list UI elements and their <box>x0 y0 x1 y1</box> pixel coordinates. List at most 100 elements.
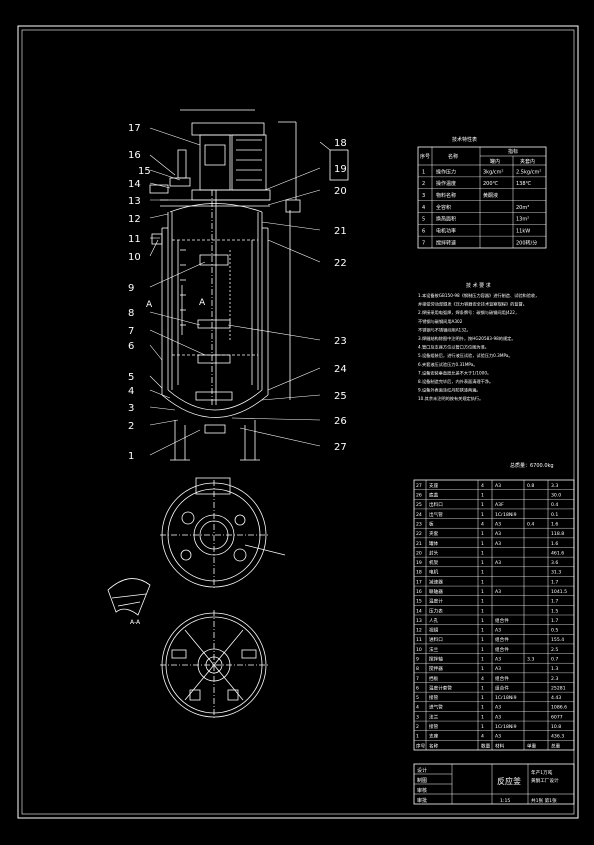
bom-cell: 1Cr18Ni9 <box>495 724 517 730</box>
bom-cell: 1.3 <box>551 666 558 672</box>
tech-cell: 200℃ <box>483 181 499 187</box>
tech-cell: 20m³ <box>516 205 529 211</box>
bom-cell: 挡板 <box>429 675 439 682</box>
tech-cell: 3kg/cm² <box>483 169 504 175</box>
tech-cell: 搅拌转速 <box>436 239 456 246</box>
section-mark: A <box>146 300 153 310</box>
bom-cell: 2 <box>416 724 419 730</box>
part-number: 10 <box>128 252 141 263</box>
bom-cell: 1 <box>481 589 484 595</box>
bom-cell: 13 <box>416 618 422 624</box>
title-block-label: 制图 <box>417 777 427 784</box>
tech-cell: 2.5kg/cm² <box>516 169 541 175</box>
tech-col-header: 序号 <box>420 153 430 160</box>
bom-cell: 4 <box>481 483 484 489</box>
tech-table-title: 技术特性表 <box>452 136 477 143</box>
bom-cell: 联轴器 <box>429 588 443 595</box>
part-number: 11 <box>128 234 141 245</box>
bom-cell: 出气管 <box>429 511 443 518</box>
section-view-label: A-A <box>130 619 141 626</box>
bom-cell: 0.5 <box>551 628 558 634</box>
bom-cell: 5 <box>416 695 419 701</box>
tech-cell: 3 <box>422 193 425 199</box>
bom-cell: A3 <box>495 483 501 489</box>
bom-cell: 4 <box>416 705 419 711</box>
vessel-elevation <box>149 109 349 461</box>
bom-cell: 法兰 <box>429 646 439 653</box>
bom-cell: 1.7 <box>551 599 558 605</box>
tech-cell: 黄酮液 <box>483 192 498 199</box>
bom-cell: 夹套 <box>429 530 439 537</box>
title-block-label: 审批 <box>417 797 427 804</box>
bom-cell: 11 <box>416 637 422 643</box>
part-number: 12 <box>128 214 141 225</box>
bom-cell: 温度计 <box>429 598 443 605</box>
bom-cell: 温度计套管 <box>429 684 452 691</box>
section-mark: A <box>199 298 206 308</box>
bom-cell: 1 <box>481 550 484 556</box>
bom-cell: 1.7 <box>551 618 558 624</box>
part-number: 6 <box>128 341 134 352</box>
tech-requirements: 技 术 要 求 1.本设备按GB150-98《钢制压力容器》进行制造、试验和验收… <box>418 282 554 469</box>
bom-cell: 10 <box>416 647 422 653</box>
bom-cell: 22 <box>416 531 422 537</box>
bom-cell: 1086.6 <box>551 705 567 711</box>
bom-cell: 减速器 <box>429 578 443 585</box>
bom-footer-cell: 材料 <box>495 742 505 749</box>
bom-cell: 2.5 <box>551 647 558 653</box>
bom-cell: 155.4 <box>551 637 564 643</box>
part-number: 26 <box>334 416 347 427</box>
bom-cell: 0.1 <box>551 512 558 518</box>
part-number: 16 <box>128 150 141 161</box>
part-number: 13 <box>128 196 141 207</box>
part-number: 27 <box>334 442 347 453</box>
bom-cell: 14 <box>416 608 422 614</box>
project-name: 黄酮工厂设计 <box>531 777 559 784</box>
bom-cell: 7 <box>416 676 419 682</box>
tech-req-line: 8.设备制造完毕后，内外表面清理干净。 <box>418 378 493 385</box>
drawing-scale: 1:15 <box>500 798 510 804</box>
sheet-count: 共1张 第1张 <box>531 797 557 804</box>
bom-cell: 1.6 <box>551 522 558 528</box>
bom-cell: A3 <box>495 531 501 537</box>
leader-lines <box>149 127 331 456</box>
bom-cell: A3 <box>495 560 501 566</box>
tech-cell: 7 <box>422 240 425 246</box>
title-block-label: 审核 <box>417 787 427 794</box>
bom-cell: 4.43 <box>551 695 561 701</box>
tech-cell: 4 <box>422 205 425 211</box>
reducer <box>199 134 231 191</box>
bom-cell: 3.6 <box>551 560 558 566</box>
part-number: 14 <box>128 179 141 190</box>
bom-cell: 1.7 <box>551 579 558 585</box>
bom-cell: 1 <box>481 560 484 566</box>
tech-cell: 13m² <box>516 217 529 223</box>
total-weight: 总质量：6700.0kg <box>510 462 554 469</box>
bom-cell: A3F <box>495 502 504 508</box>
top-view <box>160 477 286 590</box>
part-number: 22 <box>334 258 347 269</box>
bom-cell: 0.8 <box>527 483 534 489</box>
tech-req-line: 4.管口及支座方位以管口方位图为准。 <box>418 344 489 351</box>
tech-col-header: 名称 <box>448 153 458 160</box>
part-number: 17 <box>128 123 141 134</box>
bom-cell: 人孔 <box>429 617 439 624</box>
tech-cell: 全容积 <box>436 204 451 211</box>
bom-cell: 10.8 <box>551 724 561 730</box>
bom-cell: 27 <box>416 483 422 489</box>
tech-req-line: 10.其余未注明的按有关规定执行。 <box>418 395 483 402</box>
bom-cell: 视镜 <box>429 627 439 634</box>
bom-cell: 1 <box>481 570 484 576</box>
bom-footer-cell: 总重 <box>551 742 561 749</box>
tech-cell: 1 <box>422 169 425 175</box>
bom-cell: 3.3 <box>551 483 558 489</box>
part-number: 18 <box>334 138 347 149</box>
bom-cell: A3 <box>495 541 501 547</box>
bom-cell: 25 <box>416 502 422 508</box>
bom-cell: 1.5 <box>551 608 558 614</box>
bom-cell: 1 <box>481 618 484 624</box>
drive-top-plate <box>191 122 265 136</box>
